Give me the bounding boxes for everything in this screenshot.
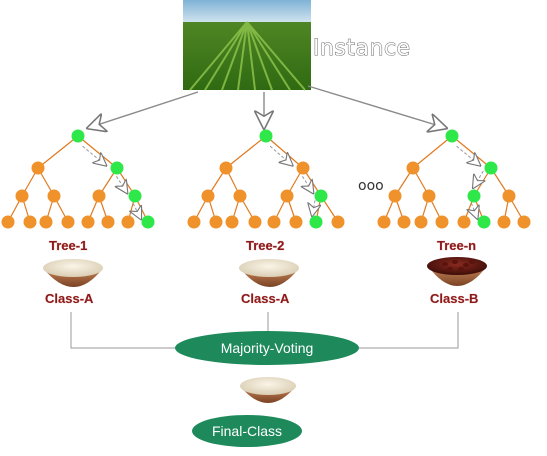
tree-n-node — [517, 215, 531, 229]
tree-n-node — [414, 215, 428, 229]
voting-connectors — [70, 312, 459, 349]
tree-1-path-arrow — [82, 145, 106, 165]
majority-voting-label: Majority-Voting — [221, 340, 314, 356]
tree-1-node — [61, 215, 75, 229]
tree-n-path-arrow — [471, 202, 477, 219]
arrow-to-tree-1 — [88, 91, 199, 128]
tree-1-rice-bowl-icon — [43, 259, 103, 287]
tree-n-node — [422, 189, 436, 203]
tree-n-bean-bowl-icon — [427, 257, 487, 286]
tree-n-edge — [412, 135, 453, 169]
tree-2-node — [225, 215, 239, 229]
tree-n-label: Tree-n — [437, 238, 476, 253]
tree-1-node — [1, 215, 15, 229]
tree-n-node — [406, 161, 420, 175]
tree-1-class-label: Class-A — [45, 291, 94, 306]
tree-2-node — [187, 215, 201, 229]
final-class-node: Final-Class — [192, 415, 302, 447]
tree-2-node — [296, 161, 310, 175]
tree-n-node — [502, 189, 516, 203]
tree-n-node — [397, 215, 411, 229]
tree-2-active-node — [314, 189, 328, 203]
instance-image — [183, 0, 311, 91]
tree-2-edge — [265, 135, 304, 169]
tree-2-node — [331, 215, 345, 229]
tree-2-node — [267, 215, 281, 229]
tree-1-node — [31, 161, 45, 175]
final-class-label: Final-Class — [212, 423, 282, 439]
majority-voting-node: Majority-Voting — [175, 331, 359, 365]
tree-n-path-arrow — [473, 170, 483, 188]
tree-2-edge — [225, 135, 267, 169]
tree-1-node — [92, 189, 106, 203]
tree-2-node — [201, 189, 215, 203]
tree-n-node — [497, 215, 511, 229]
tree-2-rice-bowl-icon — [239, 259, 299, 287]
tree-n-node — [377, 215, 391, 229]
trees — [1, 129, 531, 229]
tree-n-node — [435, 215, 449, 229]
tree-2-path-arrow — [302, 176, 313, 193]
tree-n-class-label: Class-B — [430, 291, 478, 306]
tree-n-active-node — [477, 215, 491, 229]
tree-1-active-node — [141, 215, 155, 229]
arrow-to-tree-n — [307, 85, 446, 128]
tree-1-active-node — [71, 129, 85, 143]
tree-2-path-arrow — [312, 200, 315, 216]
tree-1-node — [81, 215, 95, 229]
tree-2-node — [280, 189, 294, 203]
tree-2-label: Tree-2 — [246, 238, 284, 253]
tree-n-active-node — [445, 129, 459, 143]
tree-1-edge — [77, 135, 118, 169]
tree-n-node — [457, 215, 471, 229]
tree-n-active-node — [484, 161, 498, 175]
tree-1-path-arrow — [133, 203, 141, 219]
final-rice-bowl-icon — [240, 377, 296, 403]
tree-1-node — [47, 189, 61, 203]
tree-n-edge — [451, 135, 492, 169]
tree-n-path-arrow — [456, 145, 480, 165]
tree-2 — [187, 129, 345, 229]
tree-1-edge — [37, 135, 79, 169]
tree-2-node — [289, 215, 303, 229]
tree-ellipsis: ooo — [358, 178, 384, 194]
tree-1-node — [101, 215, 115, 229]
tree-2-class-label: Class-A — [241, 291, 290, 306]
tree-1-node — [15, 189, 29, 203]
tree-2-active-node — [309, 215, 323, 229]
tree-1-node — [121, 215, 135, 229]
tree-2-node — [219, 161, 233, 175]
tree-1-node — [39, 215, 53, 229]
tree-2-active-node — [259, 129, 273, 143]
tree-2-node — [248, 215, 262, 229]
tree-2-node — [209, 215, 223, 229]
tree-1-active-node — [128, 189, 142, 203]
tree-2-node — [233, 189, 247, 203]
tree-1-active-node — [110, 161, 124, 175]
instance-label: Instance — [313, 36, 411, 61]
tree-n — [377, 129, 531, 229]
instance-arrows — [88, 85, 446, 128]
tree-1-label: Tree-1 — [49, 238, 87, 253]
tree-n-active-node — [467, 189, 481, 203]
tree-1 — [1, 129, 155, 229]
tree-n-node — [388, 189, 402, 203]
tree-1-node — [23, 215, 37, 229]
tree-1-path-arrow — [116, 176, 127, 193]
